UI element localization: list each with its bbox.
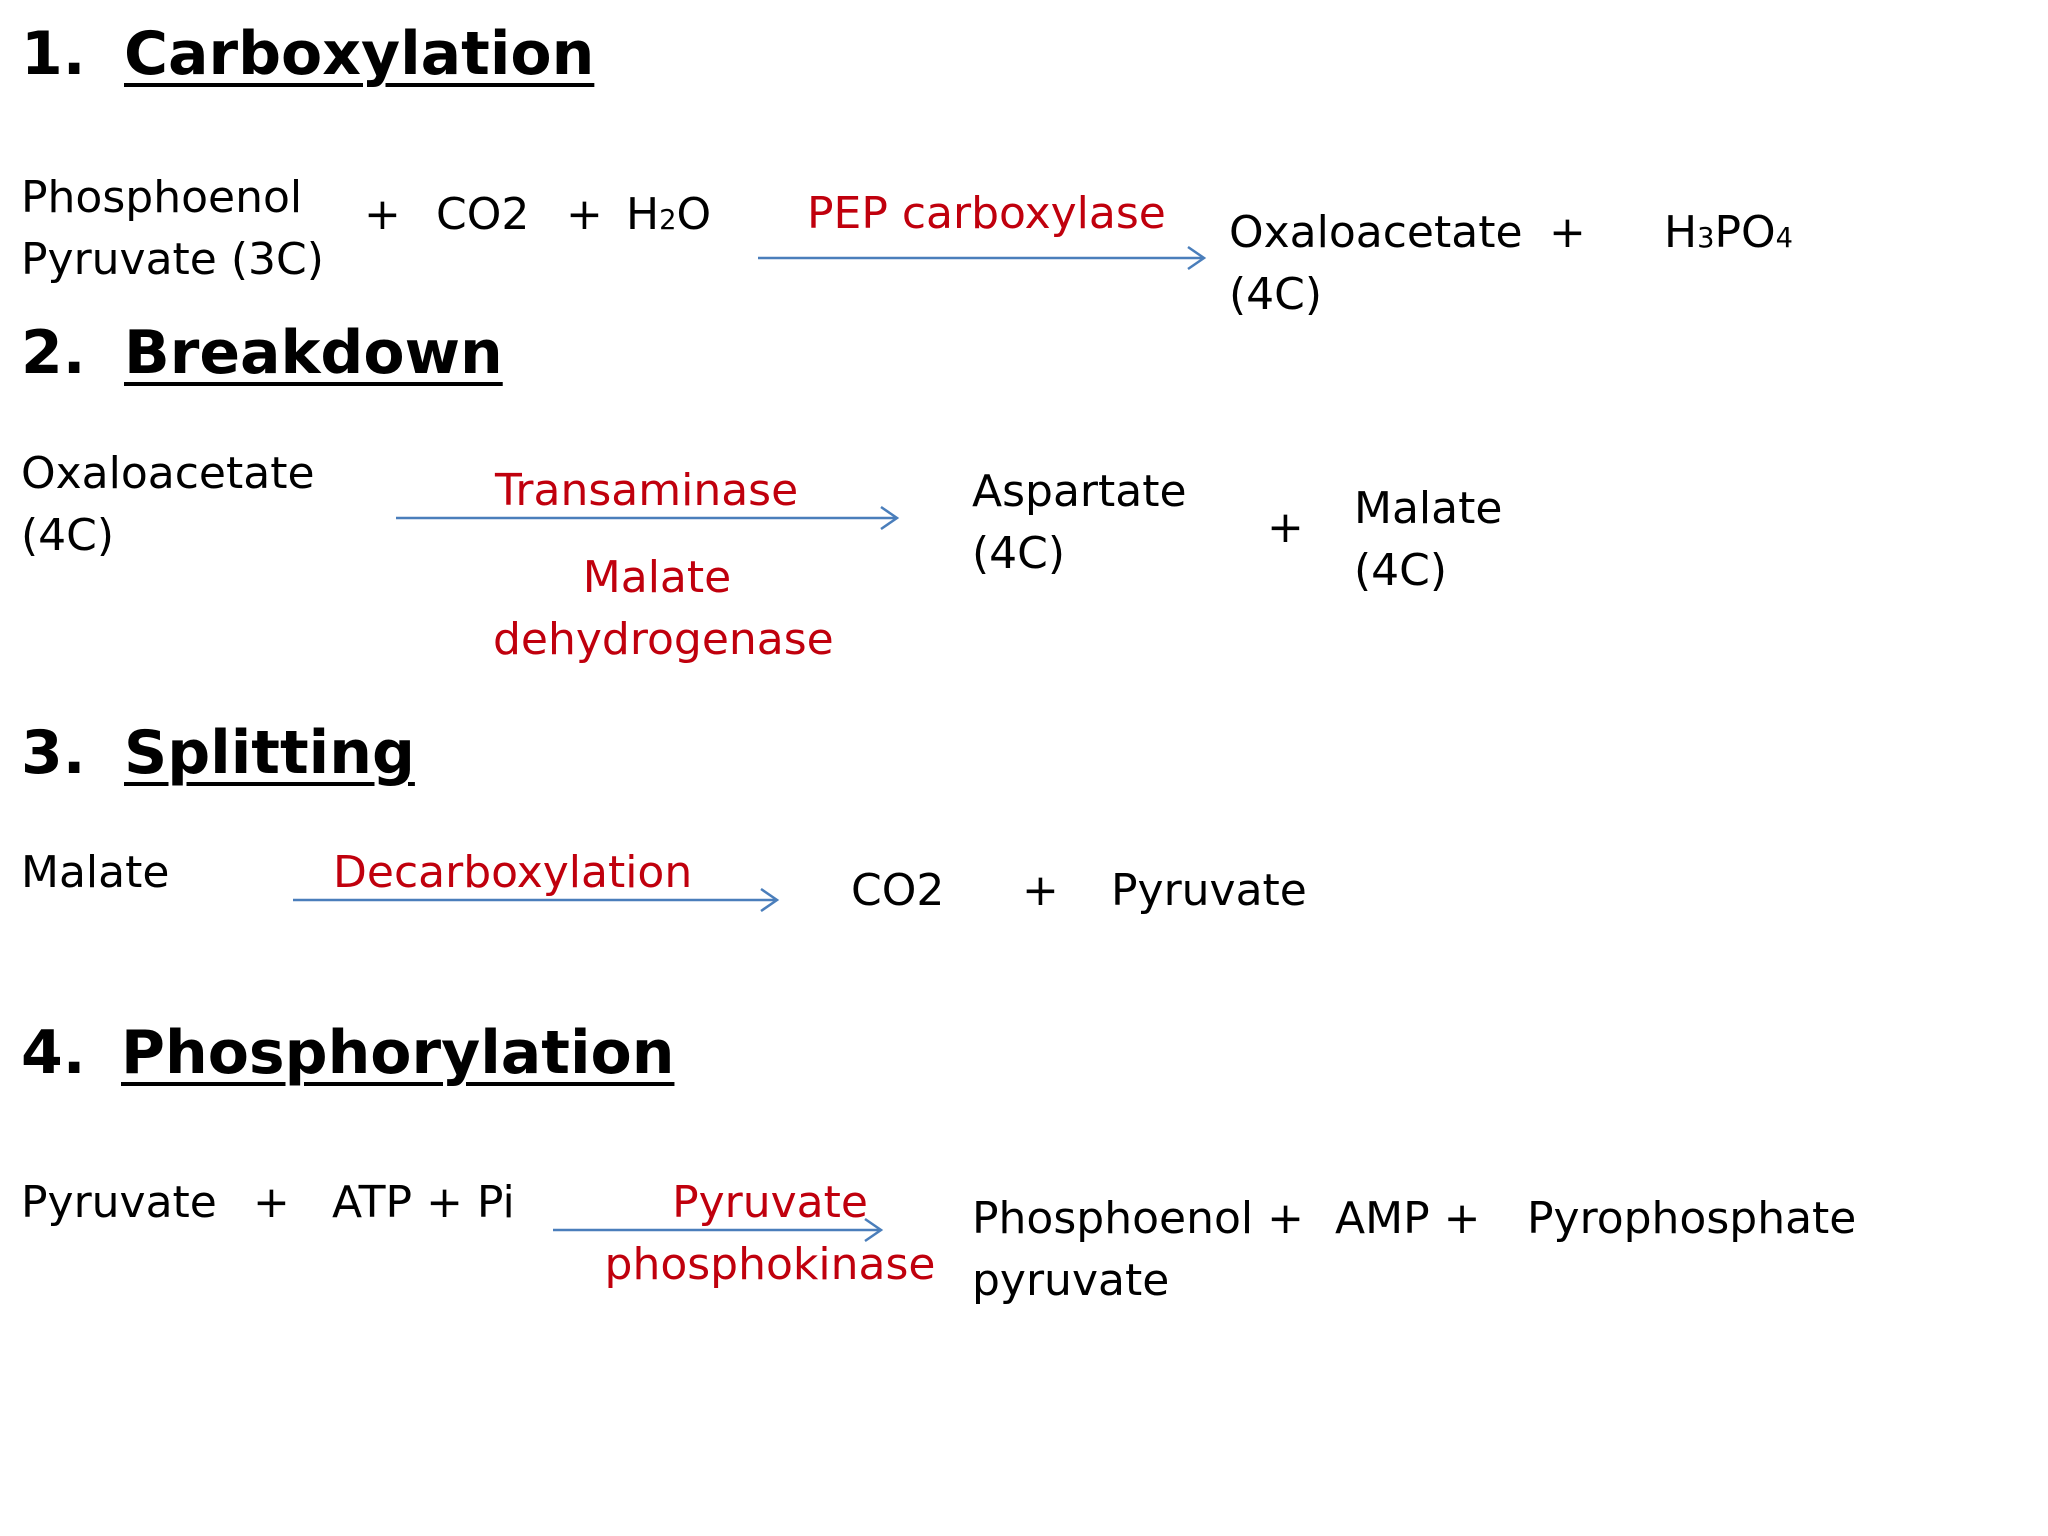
enzyme-label: Malate dehydrogenase bbox=[493, 547, 834, 671]
enzyme-label: Pyruvate phosphokinase bbox=[600, 1172, 940, 1296]
step-1-heading: 1.Carboxylation bbox=[21, 24, 594, 84]
product-amp: AMP + bbox=[1335, 1193, 1481, 1244]
product-pyruvate: Pyruvate bbox=[1111, 865, 1307, 916]
text-line: Pyruvate bbox=[672, 1177, 868, 1228]
text-line: Malate bbox=[1354, 483, 1503, 534]
enzyme-label: Transaminase bbox=[495, 465, 799, 516]
reaction-arrow bbox=[553, 1215, 884, 1245]
step-2-heading: 2.Breakdown bbox=[21, 323, 503, 383]
formula-part: H bbox=[626, 189, 660, 240]
plus-sign: + bbox=[1549, 207, 1586, 258]
reactant-atp-pi: ATP + Pi bbox=[332, 1177, 515, 1228]
enzyme-label: Decarboxylation bbox=[333, 847, 693, 898]
formula-subscript: 3 bbox=[1697, 223, 1715, 254]
reactant-malate: Malate bbox=[21, 847, 170, 898]
text-line: (4C) bbox=[1354, 545, 1448, 596]
product-aspartate: Aspartate (4C) bbox=[972, 461, 1187, 585]
text-line: Aspartate bbox=[972, 466, 1187, 517]
product-pep: Phosphoenol + pyruvate bbox=[972, 1188, 1304, 1312]
step-number: 2. bbox=[21, 318, 86, 388]
reaction-arrow bbox=[396, 503, 900, 533]
text-line: Pyruvate (3C) bbox=[21, 234, 324, 285]
step-title: Carboxylation bbox=[124, 19, 595, 89]
formula-part: O bbox=[676, 189, 712, 240]
formula-part: H bbox=[1664, 207, 1698, 258]
text-line: (4C) bbox=[21, 510, 115, 561]
product-malate: Malate (4C) bbox=[1354, 478, 1502, 602]
plus-sign: + bbox=[1267, 502, 1304, 553]
text-line: Oxaloacetate bbox=[21, 448, 315, 499]
text-line: Phosphoenol bbox=[21, 172, 303, 223]
reaction-arrow bbox=[758, 243, 1207, 273]
text-line: dehydrogenase bbox=[493, 614, 834, 665]
text-line: Phosphoenol + bbox=[972, 1193, 1304, 1244]
reactant-pyruvate: Pyruvate bbox=[21, 1177, 217, 1228]
enzyme-label: PEP carboxylase bbox=[807, 188, 1166, 239]
plus-sign: + bbox=[566, 189, 603, 240]
text-line: (4C) bbox=[972, 528, 1066, 579]
step-number: 3. bbox=[21, 718, 86, 788]
text-line: (4C) bbox=[1229, 269, 1323, 320]
product-phosphoric-acid: H3PO4 bbox=[1664, 202, 1793, 270]
step-4-heading: 4.Phosphorylation bbox=[21, 1023, 674, 1083]
plus-sign: + bbox=[1022, 865, 1059, 916]
step-title: Phosphorylation bbox=[121, 1018, 675, 1088]
text-line: phosphokinase bbox=[604, 1239, 936, 1290]
formula-subscript: 4 bbox=[1775, 223, 1793, 254]
reactant-water: H2O bbox=[626, 184, 711, 252]
step-title: Breakdown bbox=[124, 318, 503, 388]
step-title: Splitting bbox=[124, 718, 415, 788]
plus-sign: + bbox=[364, 189, 401, 240]
plus-sign: + bbox=[253, 1177, 290, 1228]
product-pyrophosphate: Pyrophosphate bbox=[1527, 1193, 1857, 1244]
text-line: Malate bbox=[582, 552, 732, 603]
step-number: 1. bbox=[21, 19, 86, 89]
text-line: pyruvate bbox=[972, 1255, 1170, 1306]
text-line: Oxaloacetate bbox=[1229, 207, 1523, 258]
formula-subscript: 2 bbox=[659, 205, 677, 236]
reactant-oxaloacetate: Oxaloacetate (4C) bbox=[21, 443, 315, 567]
formula-part: PO bbox=[1714, 207, 1776, 258]
product-oxaloacetate: Oxaloacetate (4C) bbox=[1229, 202, 1523, 326]
reaction-arrow bbox=[293, 885, 780, 915]
reactant-co2: CO2 bbox=[436, 189, 530, 240]
step-3-heading: 3.Splitting bbox=[21, 723, 415, 783]
reactant-pep: Phosphoenol Pyruvate (3C) bbox=[21, 167, 324, 291]
step-number: 4. bbox=[21, 1018, 86, 1088]
product-co2: CO2 bbox=[851, 865, 945, 916]
